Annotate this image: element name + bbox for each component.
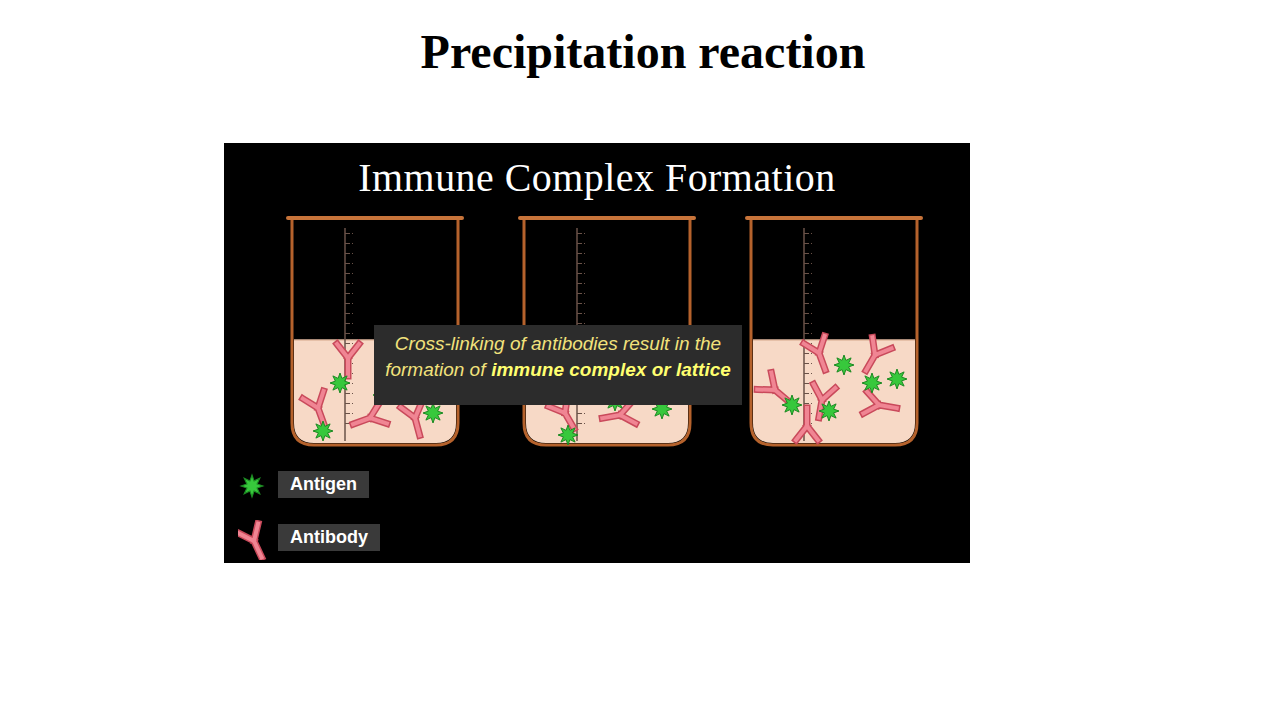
legend-label: Antibody [278,524,380,551]
legend-sample [238,520,274,560]
legend-sample [238,467,274,507]
figure-panel: Immune Complex FormationCross-linking of… [224,143,970,563]
legend-label: Antigen [278,471,369,498]
lattice-molecules [757,336,907,440]
panel-heading: Immune Complex Formation [224,155,970,201]
page-title: Precipitation reaction [343,24,943,79]
caption-emphasis: immune complex or lattice [491,359,731,380]
caption-box: Cross-linking of antibodies result in th… [374,325,742,405]
